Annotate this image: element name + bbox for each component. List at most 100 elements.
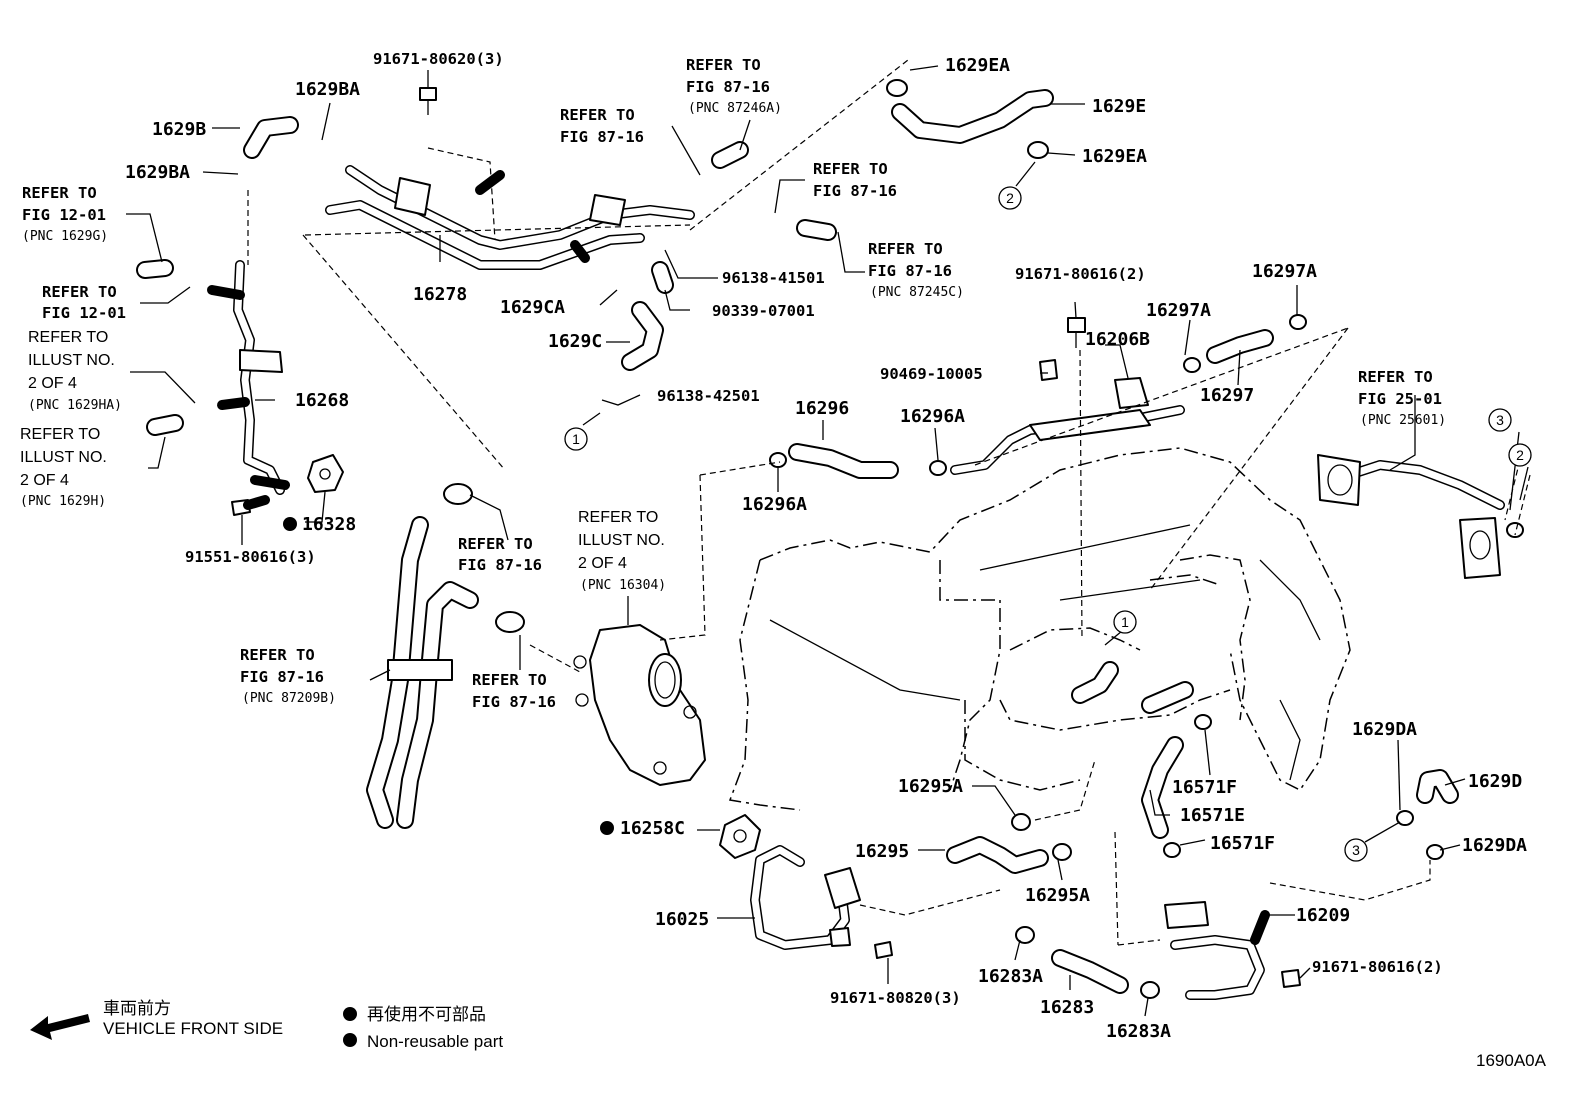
refer-note-87-16-a: REFER TO FIG 87-16 xyxy=(560,106,644,146)
legend-front-jp: 車両前方 xyxy=(103,999,171,1018)
svg-text:FIG 87-16: FIG 87-16 xyxy=(472,693,556,711)
label-16297: 16297 xyxy=(1200,385,1254,406)
non-reusable-markers xyxy=(283,517,614,835)
refer-notes: REFER TO FIG 87-16 (PNC 87246A) REFER TO… xyxy=(20,56,1446,711)
svg-text:1: 1 xyxy=(1121,614,1129,630)
label-91671-80616-top: 91671-80616(2) xyxy=(1015,265,1146,283)
legend: 車両前方 VEHICLE FRONT SIDE 再使用不可部品 Non-reus… xyxy=(30,999,503,1051)
label-1629CA: 1629CA xyxy=(500,297,565,318)
legend-nonreuse-jp: 再使用不可部品 xyxy=(367,1004,486,1024)
svg-text:2: 2 xyxy=(1006,190,1014,206)
label-91671-80616-bot: 91671-80616(2) xyxy=(1312,958,1443,976)
label-16209: 16209 xyxy=(1296,905,1350,926)
svg-text:FIG 87-16: FIG 87-16 xyxy=(560,128,644,146)
refer-note-1629HA: REFER TO ILLUST NO. 2 OF 4 (PNC 1629HA) xyxy=(28,329,122,413)
svg-text:2 OF 4: 2 OF 4 xyxy=(20,472,69,489)
label-90469-10005: 90469-10005 xyxy=(880,365,983,383)
label-16296A-bot: 16296A xyxy=(742,494,807,515)
refer-note-1629H: REFER TO ILLUST NO. 2 OF 4 (PNC 1629H) xyxy=(20,426,107,509)
callout-2-top: 2 xyxy=(998,186,1022,210)
part-labels: 91671-80620(3) 1629BA 1629B 1629BA 16278… xyxy=(125,50,1527,1042)
label-1629DA-bot: 1629DA xyxy=(1462,835,1527,856)
svg-text:REFER TO: REFER TO xyxy=(240,646,315,664)
legend-nonreuse-en: Non-reusable part xyxy=(367,1032,503,1051)
callouts: 1 1 2 2 3 3 xyxy=(564,186,1532,862)
callout-2-right: 2 xyxy=(1508,443,1532,467)
refer-note-12-01: REFER TO FIG 12-01 xyxy=(42,283,126,322)
svg-text:REFER TO: REFER TO xyxy=(813,160,888,178)
label-16295: 16295 xyxy=(855,841,909,862)
dashed-guides xyxy=(247,59,1531,946)
refer-note-87209B: REFER TO FIG 87-16 (PNC 87209B) xyxy=(240,646,336,706)
label-16571E: 16571E xyxy=(1180,805,1245,826)
svg-text:(PNC 87245C): (PNC 87245C) xyxy=(870,285,964,300)
svg-text:REFER TO: REFER TO xyxy=(472,671,547,689)
svg-text:REFER TO: REFER TO xyxy=(578,509,658,526)
svg-text:(PNC 16304): (PNC 16304) xyxy=(580,578,666,593)
svg-text:FIG 87-16: FIG 87-16 xyxy=(458,556,542,574)
label-16283A-right: 16283A xyxy=(1106,1021,1171,1042)
svg-text:FIG 87-16: FIG 87-16 xyxy=(868,262,952,280)
label-91671-80820: 91671-80820(3) xyxy=(830,989,961,1007)
svg-text:(PNC 25601): (PNC 25601) xyxy=(1360,413,1446,428)
front-arrow-icon xyxy=(30,1014,90,1040)
svg-text:REFER TO: REFER TO xyxy=(686,56,761,74)
svg-text:FIG 12-01: FIG 12-01 xyxy=(42,304,126,322)
svg-text:FIG 25-01: FIG 25-01 xyxy=(1358,390,1442,408)
svg-text:(PNC 1629H): (PNC 1629H) xyxy=(20,494,106,509)
refer-note-16304: REFER TO ILLUST NO. 2 OF 4 (PNC 16304) xyxy=(578,509,666,593)
label-1629EA-mid: 1629EA xyxy=(1082,146,1147,167)
label-16283A-left: 16283A xyxy=(978,966,1043,987)
svg-text:2 OF 4: 2 OF 4 xyxy=(28,375,77,392)
label-1629EA-top: 1629EA xyxy=(945,55,1010,76)
label-90339-07001: 90339-07001 xyxy=(712,302,815,320)
svg-text:REFER TO: REFER TO xyxy=(560,106,635,124)
legend-dot-en xyxy=(343,1033,357,1047)
svg-text:2 OF 4: 2 OF 4 xyxy=(578,555,627,572)
label-1629D: 1629D xyxy=(1468,771,1522,792)
non-reusable-dot-16258C xyxy=(600,821,614,835)
label-16295A-bot: 16295A xyxy=(1025,885,1090,906)
label-1629B: 1629B xyxy=(152,119,206,140)
svg-text:ILLUST NO.: ILLUST NO. xyxy=(28,352,115,369)
svg-text:(PNC 1629G): (PNC 1629G) xyxy=(22,229,108,244)
svg-text:REFER TO: REFER TO xyxy=(1358,368,1433,386)
label-16328: 16328 xyxy=(302,514,356,535)
label-1629BA-left: 1629BA xyxy=(125,162,190,183)
label-1629DA-top: 1629DA xyxy=(1352,719,1417,740)
label-1629BA-top: 1629BA xyxy=(295,79,360,100)
label-1629C: 1629C xyxy=(548,331,602,352)
svg-text:ILLUST NO.: ILLUST NO. xyxy=(578,532,665,549)
label-1629E: 1629E xyxy=(1092,96,1146,117)
label-16025: 16025 xyxy=(655,909,709,930)
svg-text:FIG 87-16: FIG 87-16 xyxy=(240,668,324,686)
engine-silhouette xyxy=(728,447,1351,811)
label-16258C: 16258C xyxy=(620,818,685,839)
svg-text:3: 3 xyxy=(1496,412,1504,428)
svg-text:(PNC 87209B): (PNC 87209B) xyxy=(242,691,336,706)
label-16296: 16296 xyxy=(795,398,849,419)
svg-text:1: 1 xyxy=(572,431,580,447)
figure-code: 1690A0A xyxy=(1476,1051,1547,1070)
refer-note-25601: REFER TO FIG 25-01 (PNC 25601) xyxy=(1358,368,1446,428)
refer-note-87245C: REFER TO FIG 87-16 (PNC 87245C) xyxy=(868,240,964,300)
svg-text:FIG 12-01: FIG 12-01 xyxy=(22,206,106,224)
svg-text:(PNC 87246A): (PNC 87246A) xyxy=(688,101,782,116)
refer-note-1629G: REFER TO FIG 12-01 (PNC 1629G) xyxy=(22,184,108,244)
svg-text:3: 3 xyxy=(1352,842,1360,858)
svg-text:REFER TO: REFER TO xyxy=(22,184,97,202)
legend-dot-jp xyxy=(343,1007,357,1021)
label-16571F-bot: 16571F xyxy=(1210,833,1275,854)
leader-lines xyxy=(126,65,1529,1017)
label-16283: 16283 xyxy=(1040,997,1094,1018)
refer-note-87-16-d: REFER TO FIG 87-16 xyxy=(472,671,556,711)
part-shapes xyxy=(136,79,1524,1000)
label-16296A-top: 16296A xyxy=(900,406,965,427)
label-96138-42501: 96138-42501 xyxy=(657,387,760,405)
svg-text:REFER TO: REFER TO xyxy=(868,240,943,258)
svg-text:(PNC 1629HA): (PNC 1629HA) xyxy=(28,398,122,413)
label-16295A-top: 16295A xyxy=(898,776,963,797)
svg-text:ILLUST NO.: ILLUST NO. xyxy=(20,449,107,466)
refer-note-87-16-b: REFER TO FIG 87-16 xyxy=(813,160,897,200)
